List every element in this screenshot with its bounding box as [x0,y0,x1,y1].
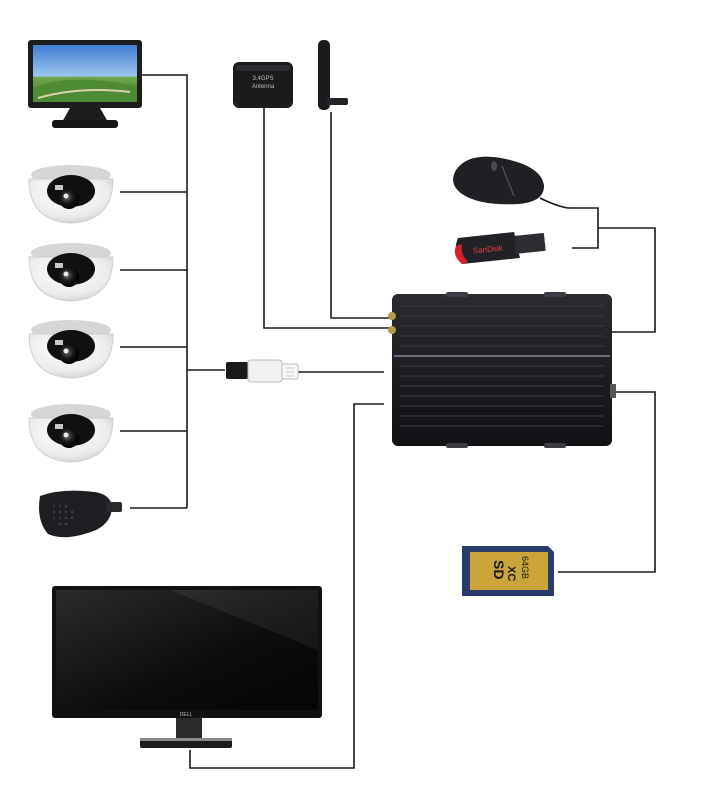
usb-drive-icon: SanDisk [454,232,546,264]
wifi-antenna-icon [318,40,348,110]
desktop-monitor-icon: DELL [52,586,322,748]
dome-camera-icon [28,165,114,224]
wire-usb-hub [598,227,656,333]
sd-card-logo: SD [491,560,507,579]
mouse-icon [453,156,569,209]
wire-car-monitor [140,74,188,508]
sd-card-capacity: 64GB [520,556,530,579]
hand-microphone-icon [39,490,122,538]
wire-sd-card [558,391,656,573]
sd-card-icon: SD XC 64GB [462,546,554,596]
mdvr-recorder-icon [388,292,616,448]
gps-antenna-label-line2: Antenna [252,84,275,90]
usb-drive-brand: SanDisk [472,243,504,255]
dome-camera-icon [28,243,114,302]
gps-antenna-label-line1: 3.4GPS [252,76,273,82]
desktop-monitor-brand: DELL [180,712,193,718]
dome-camera-icon [28,404,114,463]
gps-antenna-icon: 3.4GPS Antenna [233,62,293,108]
wire-gps [263,108,392,329]
rj45-connector-icon [226,359,299,383]
wire-wifi [330,112,392,319]
wire-desktop-monitor [189,403,384,769]
car-monitor-icon [28,40,142,128]
wires [120,74,656,769]
dome-camera-icon [28,320,114,379]
sd-card-type: XC [505,566,517,581]
wire-mouse [568,207,599,249]
